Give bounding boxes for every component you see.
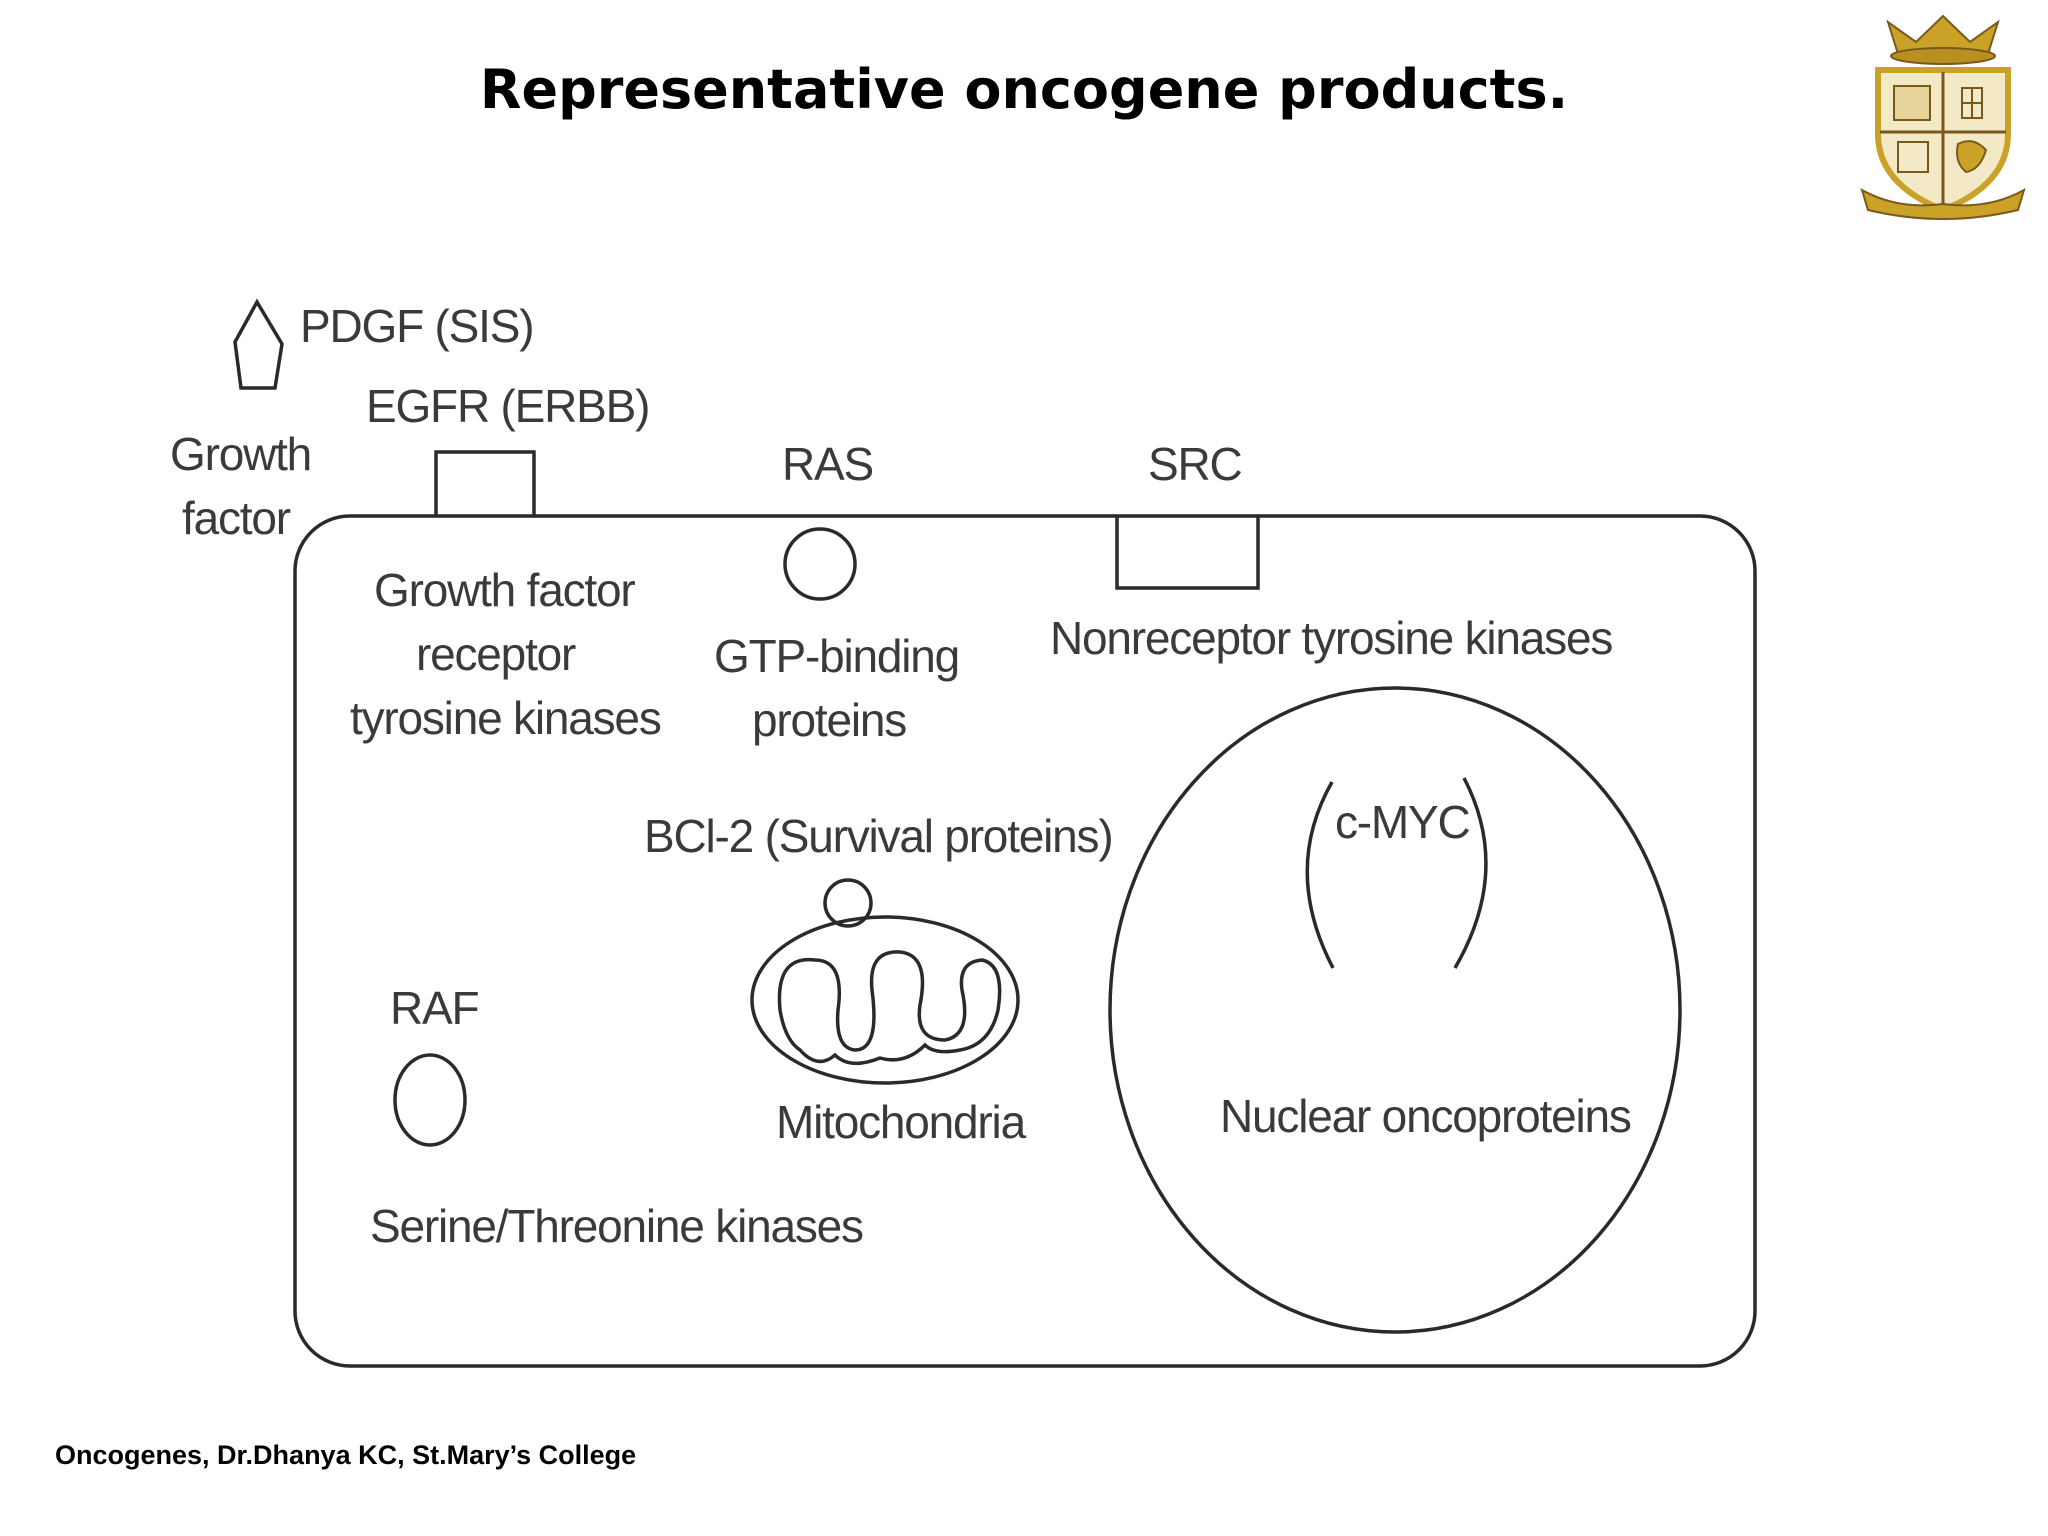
ras-label: RAS xyxy=(782,438,873,490)
raf-label: RAF xyxy=(390,982,479,1034)
pdgf-label: PDGF (SIS) xyxy=(300,300,533,352)
growth-factor-label-line2: factor xyxy=(182,492,291,544)
pdgf-growth-factor-shape xyxy=(233,298,284,390)
gf-receptor-label-line1: Growth factor xyxy=(374,564,635,616)
nonreceptor-label: Nonreceptor tyrosine kinases xyxy=(1050,612,1612,664)
gf-receptor-label-line3: tyrosine kinases xyxy=(350,692,661,744)
serine-threonine-label: Serine/Threonine kinases xyxy=(370,1200,863,1252)
cmyc-label: c-MYC xyxy=(1335,796,1470,848)
ras-protein-shape xyxy=(783,527,857,601)
slide-footer: Oncogenes, Dr.Dhanya KC, St.Mary’s Colle… xyxy=(55,1440,637,1470)
cmyc-left-bracket xyxy=(1305,781,1335,969)
cmyc-right-bracket xyxy=(1453,777,1488,969)
slide-title: Representative oncogene products. xyxy=(479,58,1569,121)
src-kinase-shape xyxy=(1115,516,1260,590)
gtp-binding-label-line1: GTP-binding xyxy=(714,630,959,682)
src-label: SRC xyxy=(1148,438,1242,490)
egfr-label: EGFR (ERBB) xyxy=(366,380,649,432)
gtp-binding-label-line2: proteins xyxy=(752,694,906,746)
growth-factor-label-line1: Growth xyxy=(170,428,311,480)
bcl2-protein-shape xyxy=(823,878,873,928)
egfr-receptor-shape xyxy=(434,450,536,516)
nucleus-membrane xyxy=(1108,686,1682,1334)
cell-membrane xyxy=(293,514,1757,1368)
raf-protein-shape xyxy=(393,1053,467,1147)
gf-receptor-label-line2: receptor xyxy=(416,628,576,680)
mitochondria-label: Mitochondria xyxy=(776,1096,1027,1148)
mitochondrion-cristae xyxy=(777,950,1002,1065)
mitochondrion-outer-membrane xyxy=(750,915,1020,1085)
bcl2-label: BCl-2 (Survival proteins) xyxy=(644,810,1112,862)
nuclear-oncoproteins-label: Nuclear oncoproteins xyxy=(1220,1090,1631,1142)
college-crest-icon xyxy=(1860,14,2026,220)
